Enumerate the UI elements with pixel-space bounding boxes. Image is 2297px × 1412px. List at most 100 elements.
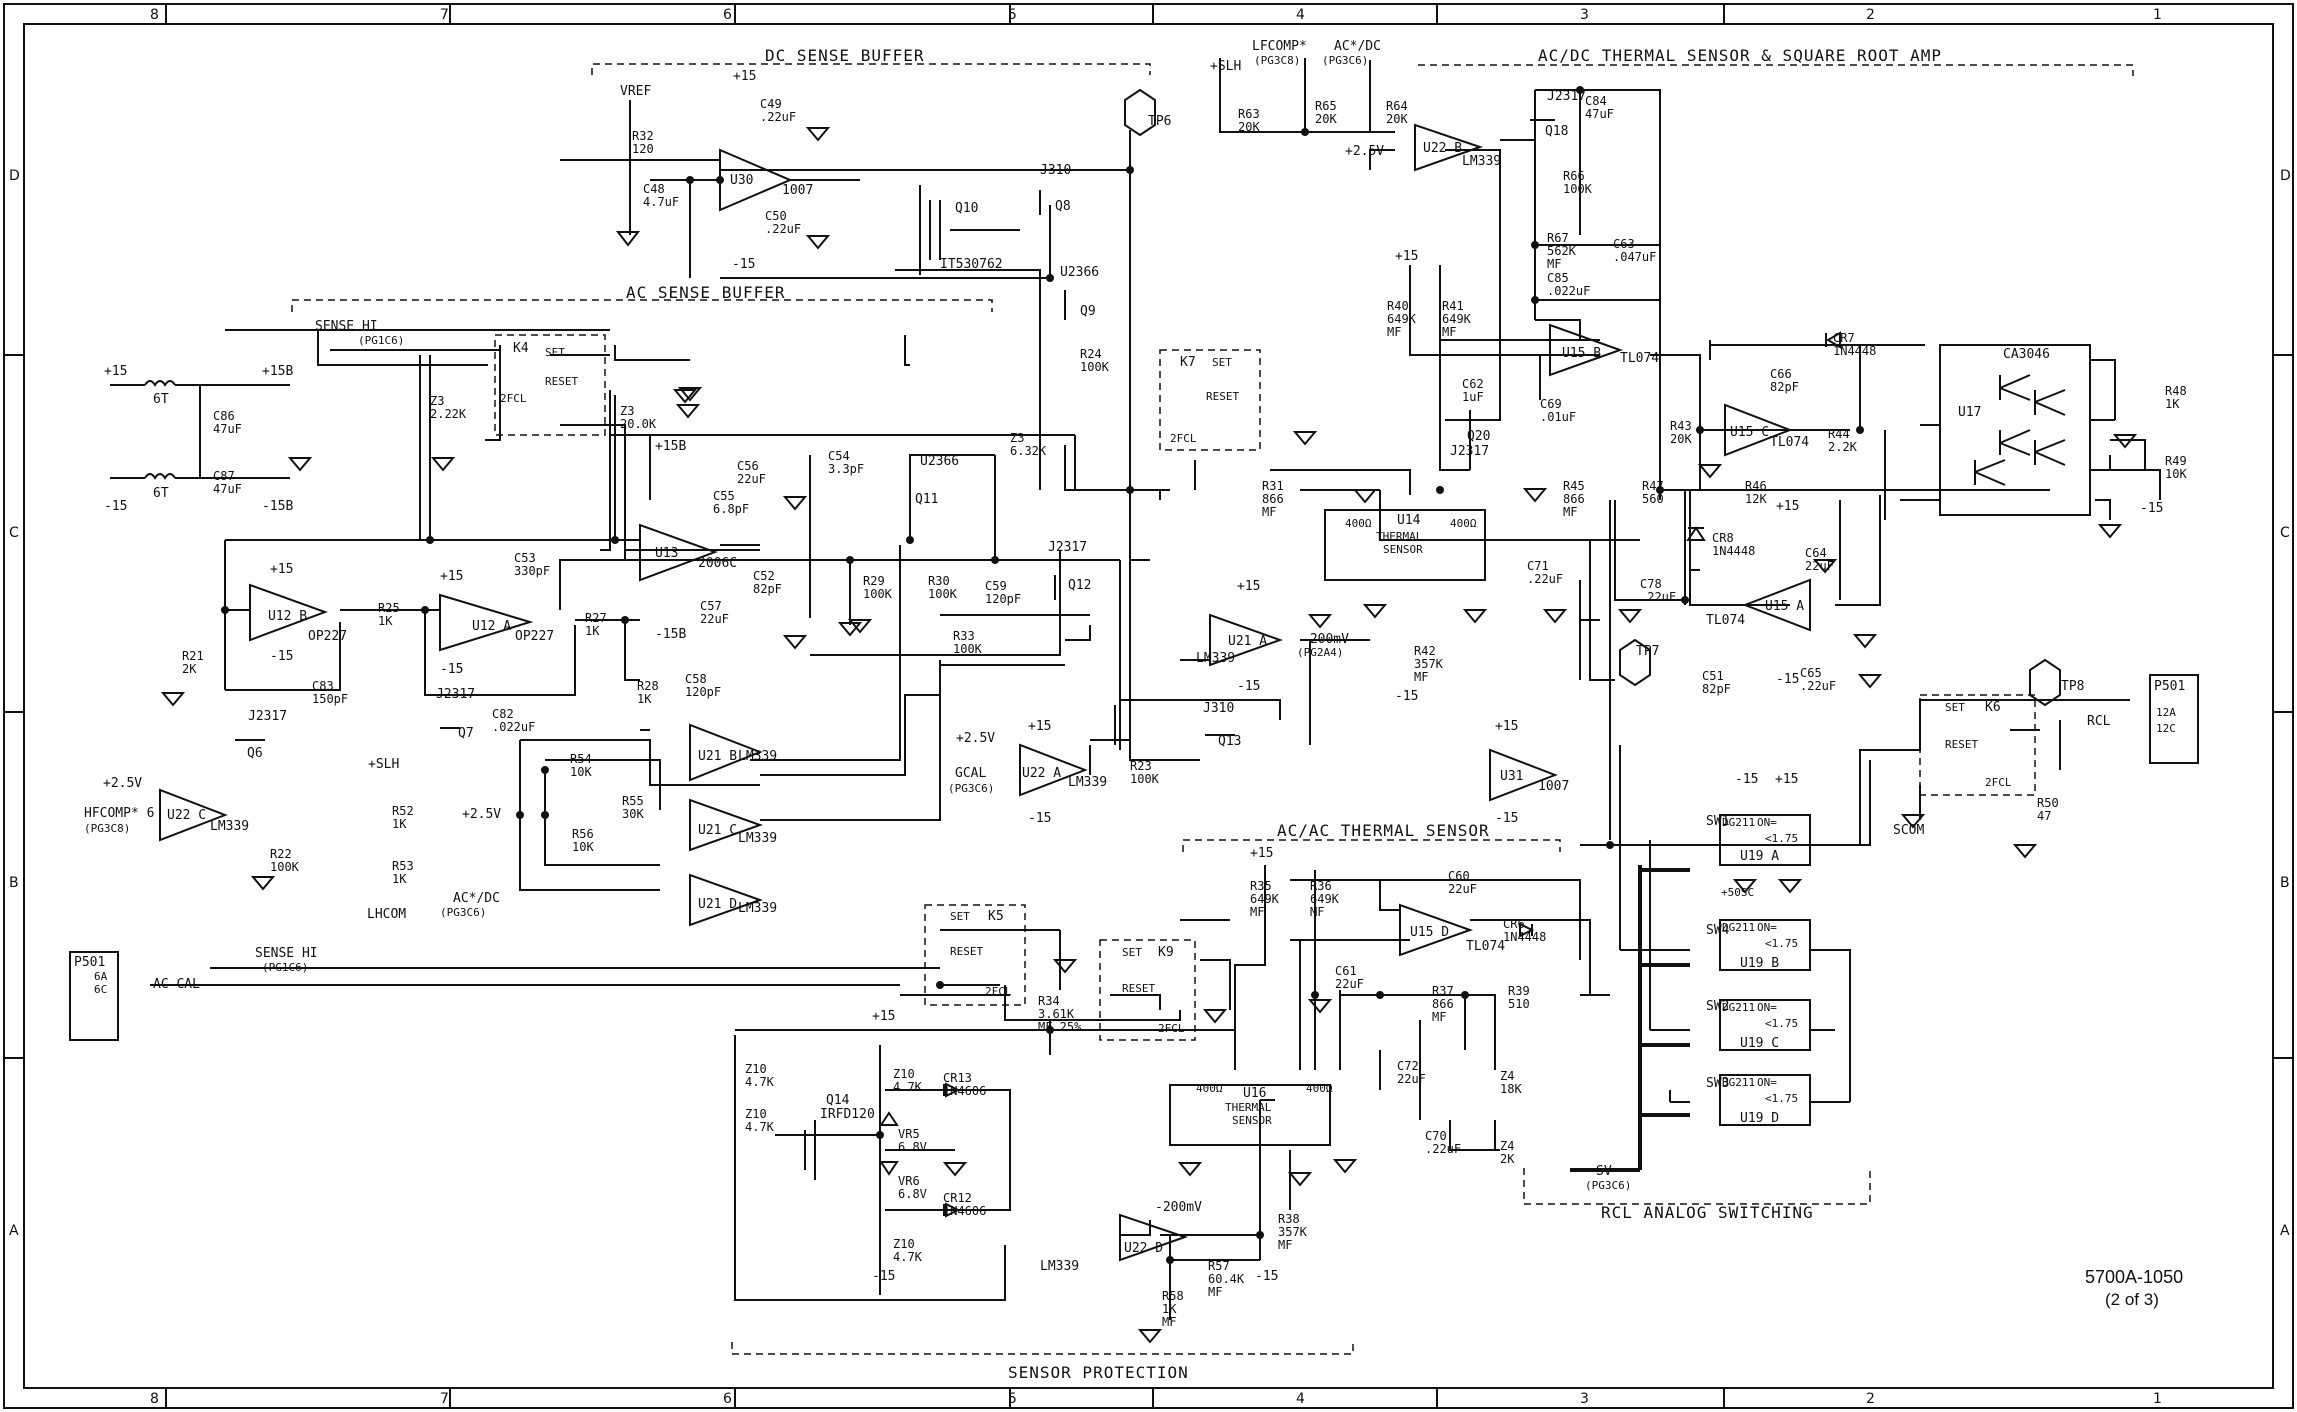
resistor-ref: R67: [1547, 231, 1569, 245]
diode-value: 6.8V: [898, 1187, 927, 1201]
capacitor-ref: C51: [1702, 669, 1724, 683]
acdc-label: AC*/DC: [453, 891, 500, 906]
svg-text:-15: -15: [1255, 1269, 1278, 1284]
drawing-number: 5700A-1050: [2085, 1267, 2184, 1287]
resistor-ref: R56: [572, 827, 594, 841]
resistor-value: 1K: [392, 817, 407, 831]
svg-text:SET: SET: [1122, 946, 1142, 959]
capacitor-value: .22uF: [1527, 572, 1564, 586]
svg-text:+15: +15: [1395, 249, 1418, 264]
u21a-label: U21 A: [1228, 634, 1267, 649]
resistor-ref: R63: [1238, 107, 1260, 121]
diode-ref: CR6: [1503, 917, 1525, 931]
capacitor-value: 22uF: [1335, 977, 1364, 991]
u15b-symbol: [1549, 323, 1623, 377]
m200-label: -200mV: [1302, 632, 1349, 647]
relay-k4-box: [494, 334, 606, 436]
svg-text:+15B: +15B: [655, 439, 686, 454]
zone-col-1: 1: [2153, 7, 2162, 23]
capacitor-value: 4.7uF: [643, 195, 680, 209]
zone-col-4: 4: [1296, 7, 1305, 23]
capacitor-value: 120pF: [985, 592, 1022, 606]
u21d-label: U21 D: [698, 897, 737, 912]
u22d-label: U22 D: [1124, 1241, 1163, 1256]
svg-text:ON=: ON=: [1757, 921, 1777, 934]
u15d-type: TL074: [1466, 939, 1505, 954]
slh-top-label: +SLH: [1210, 59, 1241, 74]
resistor-ref: R21: [182, 649, 204, 663]
u21b-symbol: [689, 723, 763, 782]
tp6-label: TP6: [1148, 114, 1171, 129]
u19c-dg211: DG211: [1722, 1001, 1755, 1014]
section-borders: DC SENSE BUFFER AC SENSE BUFFER AC/DC TH…: [291, 46, 2134, 1382]
u17-transistors: [1974, 374, 2066, 486]
diode-ref: VR5: [898, 1127, 920, 1141]
resistor-ref: R41: [1442, 299, 1464, 313]
capacitor-ref: C85: [1547, 271, 1569, 285]
zone-row-d-right: D: [2280, 168, 2291, 184]
u22b-symbol: [1414, 123, 1484, 172]
svg-text:RESET: RESET: [1206, 390, 1239, 403]
u22b-type: LM339: [1462, 154, 1501, 169]
capacitor-ref: C52: [753, 569, 775, 583]
svg-text:SET: SET: [1945, 701, 1965, 714]
hfcomp-label: HFCOMP* 6: [84, 806, 154, 821]
zone-col-7-bottom: 7: [440, 1391, 449, 1407]
resistor-value: 100K: [1080, 360, 1109, 374]
inner-frame: [23, 23, 2274, 1389]
resistor-value: 1K: [637, 692, 652, 706]
svg-text:RESET: RESET: [1122, 982, 1155, 995]
u22c-label: U22 C: [167, 808, 206, 823]
svg-text:+15: +15: [1776, 499, 1799, 514]
svg-text:2FCL: 2FCL: [500, 392, 527, 405]
u15d-symbol: [1399, 903, 1473, 957]
capacitor-ref: C55: [713, 489, 735, 503]
diode-ref: CR7: [1833, 331, 1855, 345]
resistor-value: 560: [1642, 492, 1664, 506]
diode-ref: CR8: [1712, 531, 1734, 545]
network-value: 2.22K: [430, 407, 467, 421]
capacitor-ref: C66: [1770, 367, 1792, 381]
svg-text:-15: -15: [1395, 689, 1418, 704]
u30-type: 1007: [782, 183, 813, 198]
u30-symbol: [719, 148, 793, 212]
resistor-ref: R48: [2165, 384, 2187, 398]
svg-text:J2317: J2317: [1547, 89, 1586, 104]
u21c-symbol: [689, 798, 763, 852]
resistor-ref: R22: [270, 847, 292, 861]
u15a-type: TL074: [1706, 613, 1745, 628]
svg-text:RESET: RESET: [1945, 738, 1978, 751]
svg-text:<1.75: <1.75: [1765, 937, 1798, 950]
inductor-labels: 6T 6T: [110, 380, 290, 501]
resistor-ref: R43: [1670, 419, 1692, 433]
capacitor-value: 47uF: [213, 422, 242, 436]
resistor-ref: R23: [1130, 759, 1152, 773]
u14-type-1: THERMAL: [1376, 530, 1423, 543]
capacitor-value: 82pF: [753, 582, 782, 596]
resistor-value: 1K: [392, 872, 407, 886]
relay-k9-label: K9: [1158, 945, 1174, 960]
network-ref: Z4: [1500, 1069, 1515, 1083]
network-value: 20.0K: [620, 417, 657, 431]
u17-type: CA3046: [2003, 347, 2050, 362]
u15c-label: U15 C: [1730, 425, 1769, 440]
resistor-value: 12K: [1745, 492, 1767, 506]
u21b-label: U21 B: [698, 749, 737, 764]
svg-text:U2366: U2366: [1060, 265, 1099, 280]
acac-thermal-title: AC/AC THERMAL SENSOR: [1277, 821, 1490, 840]
